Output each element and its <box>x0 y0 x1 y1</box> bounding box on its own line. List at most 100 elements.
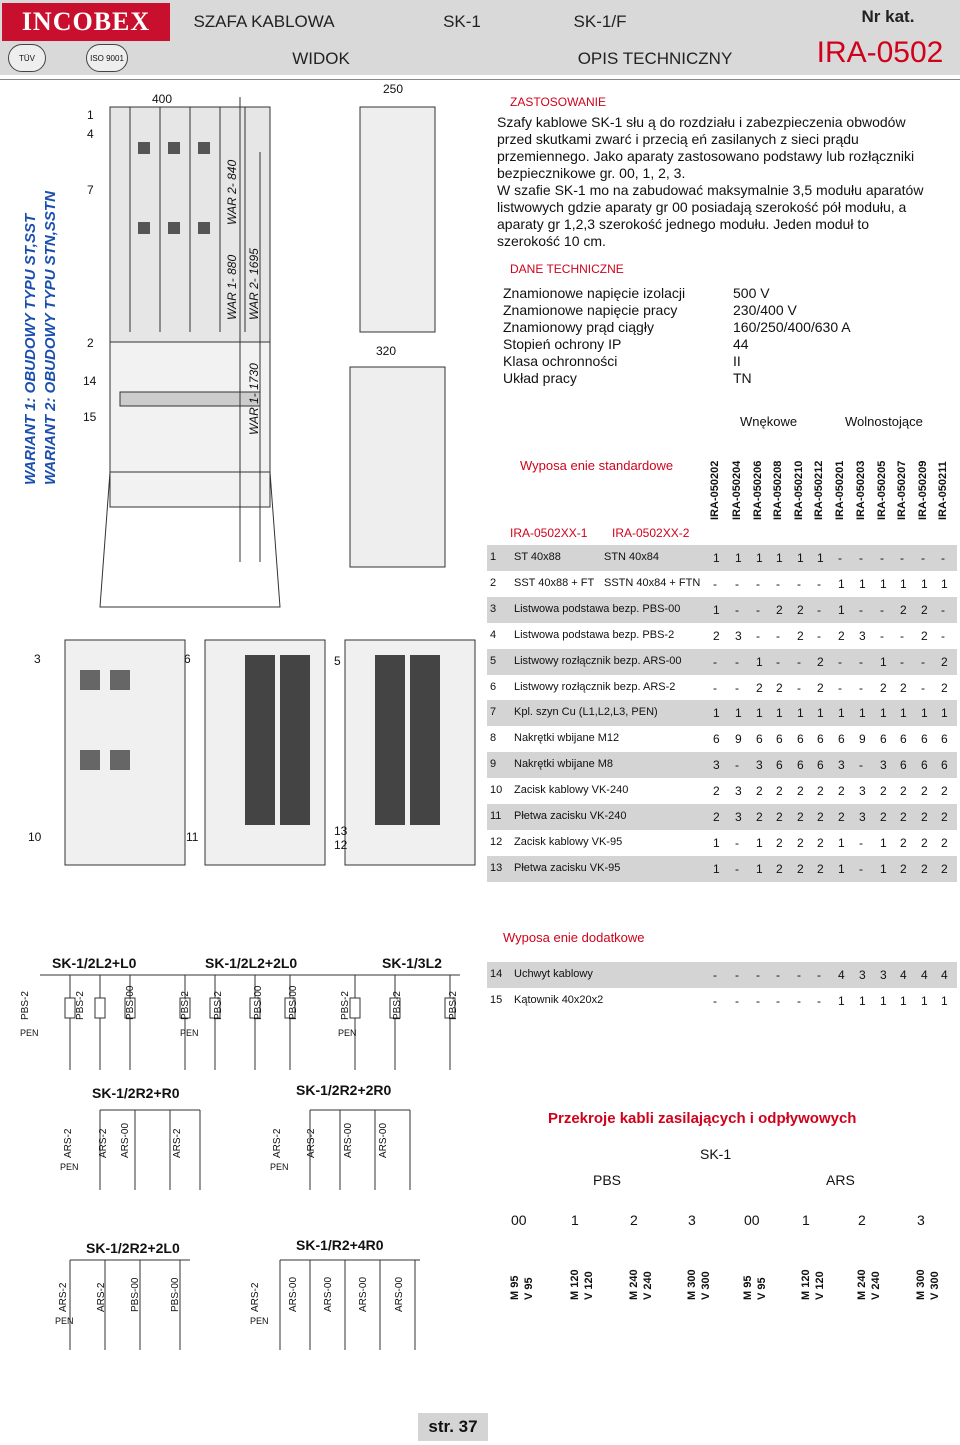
row-value: 2 <box>756 680 763 695</box>
row-value: - <box>797 576 801 591</box>
row-number: 1 <box>490 551 497 563</box>
row-value: - <box>713 993 717 1008</box>
row-value: - <box>713 576 717 591</box>
row-value: 1 <box>735 551 742 565</box>
row-value: - <box>838 654 842 669</box>
row-number: 9 <box>490 758 497 771</box>
row-value: 2 <box>941 810 948 824</box>
pen-label-5: PEN <box>270 1162 289 1172</box>
row-value: 2 <box>776 861 783 876</box>
row-value: 2 <box>941 835 948 850</box>
row-value: 2 <box>797 810 804 824</box>
row-value: 9 <box>735 732 742 747</box>
row-value: 1 <box>713 835 720 850</box>
row-value: 2 <box>817 784 824 799</box>
row-value: 2 <box>817 861 824 876</box>
row-value: 4 <box>838 968 845 982</box>
row-value: 2 <box>941 680 948 695</box>
cable-size-m: M 240 <box>628 1269 640 1300</box>
col-a-header: IRA-0502XX-1 <box>510 526 588 540</box>
row-value: 6 <box>941 758 948 773</box>
row-value: - <box>735 835 739 850</box>
row-value: 2 <box>713 810 720 824</box>
row-value: 2 <box>713 628 720 643</box>
callout-11: 11 <box>186 830 199 844</box>
row-value: 2 <box>776 680 783 695</box>
row-value: 6 <box>776 758 783 773</box>
cable-size-m: M 240 <box>856 1269 868 1300</box>
row-value: 2 <box>756 784 763 799</box>
dim-400: 400 <box>152 92 173 106</box>
row-value: 1 <box>776 706 783 721</box>
row-value: - <box>880 628 884 643</box>
section-dane-techniczne: DANE TECHNICZNE <box>510 262 624 276</box>
row-value: 2 <box>797 784 804 799</box>
nr-kat-label: Nr kat. <box>861 7 915 26</box>
row-value: 1 <box>838 835 845 850</box>
cable-group: 2 <box>630 1212 638 1228</box>
row-value: 2 <box>941 861 948 876</box>
row-value: 1 <box>838 706 845 721</box>
row-value: 1 <box>880 835 887 850</box>
device-label: PBS-2 <box>20 991 31 1020</box>
cable-size-v: V 300 <box>929 1271 941 1300</box>
desc-line: listwowych gdzie aparaty gr 00 posiadają… <box>497 199 907 215</box>
row-value: - <box>776 654 780 669</box>
variant-sk1: SK-1 <box>443 12 481 31</box>
product-name: SZAFA KABLOWA <box>193 12 335 31</box>
desc-label: OPIS TECHNICZNY <box>577 48 733 68</box>
device-label: ARS-00 <box>288 1276 299 1312</box>
row-number: 4 <box>490 628 497 641</box>
row-value: 1 <box>900 993 907 1008</box>
device-label: PBS-2 <box>180 991 191 1020</box>
device-label: PBS-00 <box>288 985 299 1020</box>
header-bar: INCOBEX TÜV ISO 9001 SZAFA KABLOWA SK-1 … <box>0 0 960 75</box>
iso-cert-logo: ISO 9001 <box>86 44 128 72</box>
cable-size-v: V 95 <box>523 1277 535 1300</box>
row-value: 2 <box>797 861 804 876</box>
row-value: 2 <box>921 835 928 850</box>
row-value: 6 <box>921 732 928 747</box>
row-value: 1 <box>756 551 763 565</box>
device-label: ARS-2 <box>250 1282 261 1312</box>
cable-size-m: M 120 <box>569 1269 581 1300</box>
row-value: - <box>921 551 925 565</box>
desc-line: aparaty gr 1,2,3 szerokość jednego moduł… <box>497 216 870 232</box>
device-label: ARS-00 <box>323 1276 334 1312</box>
row-value: 1 <box>880 576 887 591</box>
header-divider <box>0 79 960 80</box>
row-value: - <box>713 654 717 669</box>
pen-label-6: PEN <box>55 1316 74 1326</box>
row-value: 2 <box>817 654 824 669</box>
row-value: 3 <box>735 810 742 824</box>
device-label: ARS-2 <box>58 1282 69 1312</box>
variant-sk1f: SK-1/F <box>573 12 627 31</box>
row-value: 3 <box>756 758 763 773</box>
row-value: 1 <box>838 602 845 617</box>
row-value: 2 <box>797 602 804 617</box>
cable-size-v: V 95 <box>756 1277 768 1300</box>
row-number: 14 <box>490 968 503 980</box>
row-desc-a: Listwowa podstawa bezp. PBS-2 <box>514 628 675 641</box>
row-value: - <box>756 628 760 643</box>
row-value: - <box>797 968 801 982</box>
device-label: PBS-00 <box>130 1277 141 1312</box>
row-value: - <box>817 576 821 591</box>
row-value: 2 <box>941 654 948 669</box>
cable-section-title: Przekroje kabli zasilających i odpływowy… <box>548 1110 857 1127</box>
row-value: 1 <box>797 551 804 565</box>
row-value: 2 <box>838 628 845 643</box>
device-label: ARS-00 <box>358 1276 369 1312</box>
device-label: ARS-2 <box>172 1128 183 1158</box>
row-desc-a: Płetwa zacisku VK-240 <box>514 810 627 822</box>
row-desc-a: Kątownik 40x20x2 <box>514 993 604 1006</box>
row-value: - <box>941 628 945 643</box>
row-number: 13 <box>490 861 503 874</box>
code-header: IRA-050212 <box>813 460 825 520</box>
row-value: 2 <box>797 835 804 850</box>
